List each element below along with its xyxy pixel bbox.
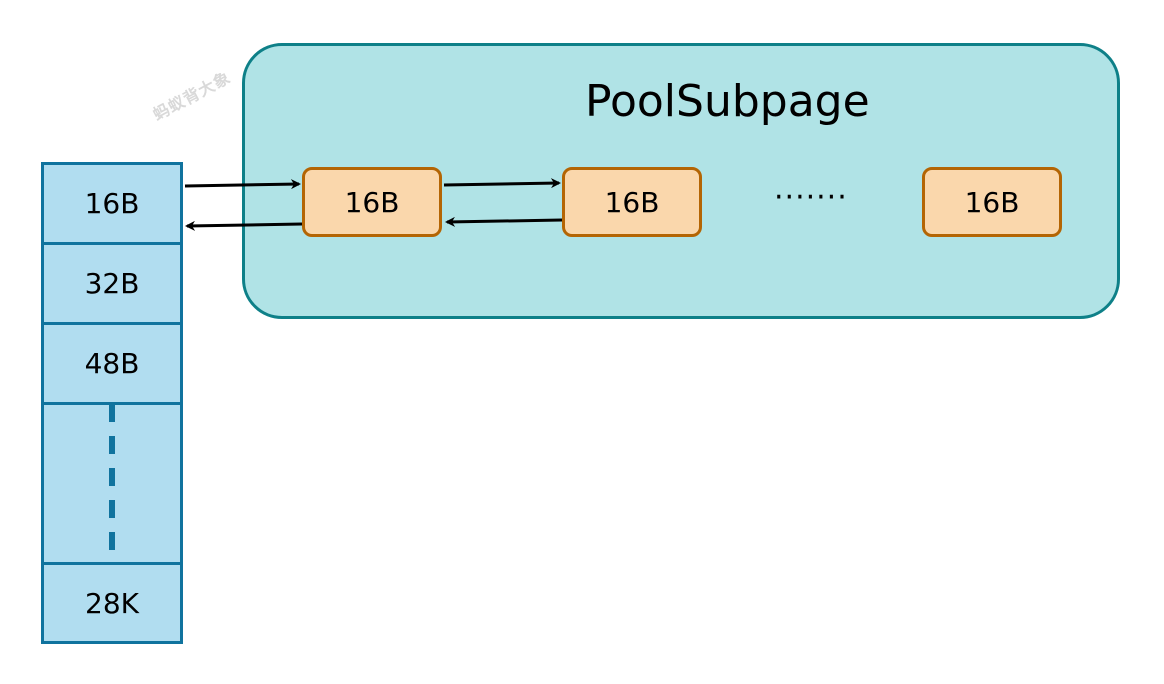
size-cell-48b[interactable]: 48B (41, 322, 183, 405)
size-cell-gap (41, 402, 183, 565)
size-cell-32b[interactable]: 32B (41, 242, 183, 325)
pool-node-1[interactable]: 16B (302, 167, 442, 237)
pool-node-3[interactable]: 16B (922, 167, 1062, 237)
pool-node-2[interactable]: 16B (562, 167, 702, 237)
ellipsis: ······· (774, 180, 848, 215)
size-cell-28k[interactable]: 28K (41, 562, 183, 644)
size-table: 16B 32B 48B 28K (41, 162, 183, 644)
pool-title: PoolSubpage (585, 76, 870, 127)
watermark: 蚂蚁背大象 (149, 67, 234, 125)
size-cell-16b[interactable]: 16B (41, 162, 183, 245)
